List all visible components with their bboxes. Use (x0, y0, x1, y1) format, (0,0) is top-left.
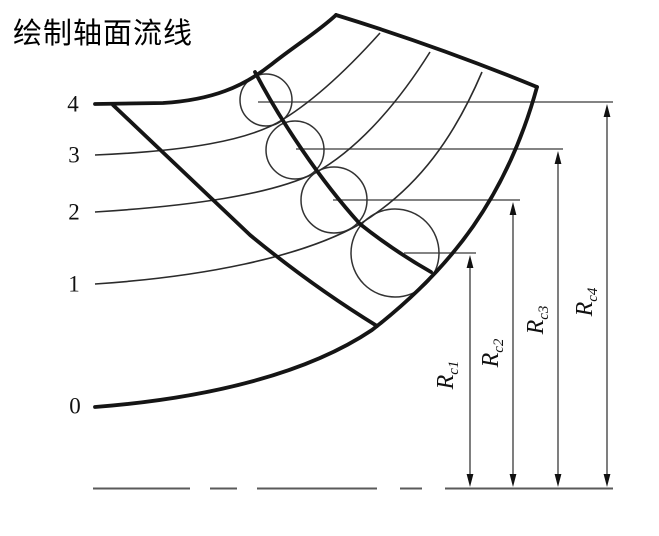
radius-label-rc4-sub: c4 (585, 287, 601, 302)
radius-label-rc2-base: R (478, 352, 504, 368)
arrow-down-rc3 (554, 474, 562, 487)
leading-edge-line (111, 103, 379, 328)
page-title: 绘制轴面流线 (13, 18, 194, 50)
streamlines (94, 32, 483, 285)
radius-label-rc2: Rc2 (478, 338, 507, 368)
radius-label-rc4-base: R (572, 301, 598, 317)
streamline-label-4: 4 (67, 91, 79, 117)
radius-label-rc3-base: R (523, 319, 549, 335)
radius-label-rc3: Rc3 (523, 305, 552, 335)
inscribed-circle-2 (300, 166, 368, 234)
streamline-2 (94, 51, 431, 213)
streamline-label-3: 3 (68, 142, 80, 168)
inscribed-circle-3 (265, 120, 325, 180)
outlet-edge (334, 13, 539, 89)
arrowheads (466, 104, 611, 487)
radius-label-rc2-sub: c2 (491, 338, 507, 353)
radius-label-rc1: Rc1 (433, 360, 462, 390)
streamline-label-2: 2 (68, 199, 80, 225)
radius-label-rc1-base: R (433, 374, 459, 390)
arrow-up-rc3 (554, 151, 562, 164)
arrow-down-rc4 (603, 474, 611, 487)
dimension-lines (466, 104, 611, 487)
inscribed-circle-4 (239, 73, 293, 127)
arrow-down-rc1 (466, 474, 474, 487)
inscribed-circles (239, 73, 440, 298)
shroud-curve (93, 13, 338, 106)
inscribed-circle-1 (350, 208, 440, 298)
streamline-label-1: 1 (68, 271, 80, 297)
arrow-down-rc2 (509, 474, 517, 487)
arrow-up-rc2 (509, 202, 517, 215)
level-lines (258, 101, 613, 254)
radius-label-rc3-sub: c3 (536, 305, 552, 320)
streamline-3 (94, 32, 381, 156)
radius-label-rc1-sub: c1 (446, 360, 462, 375)
channel-boundaries (93, 13, 539, 409)
radius-label-rc4: Rc4 (572, 287, 601, 317)
arrow-up-rc4 (603, 104, 611, 117)
hub-curve (93, 85, 539, 409)
quasi-orthogonal-line (253, 70, 433, 274)
arrow-up-rc1 (466, 255, 474, 268)
streamline-label-0: 0 (69, 393, 81, 419)
